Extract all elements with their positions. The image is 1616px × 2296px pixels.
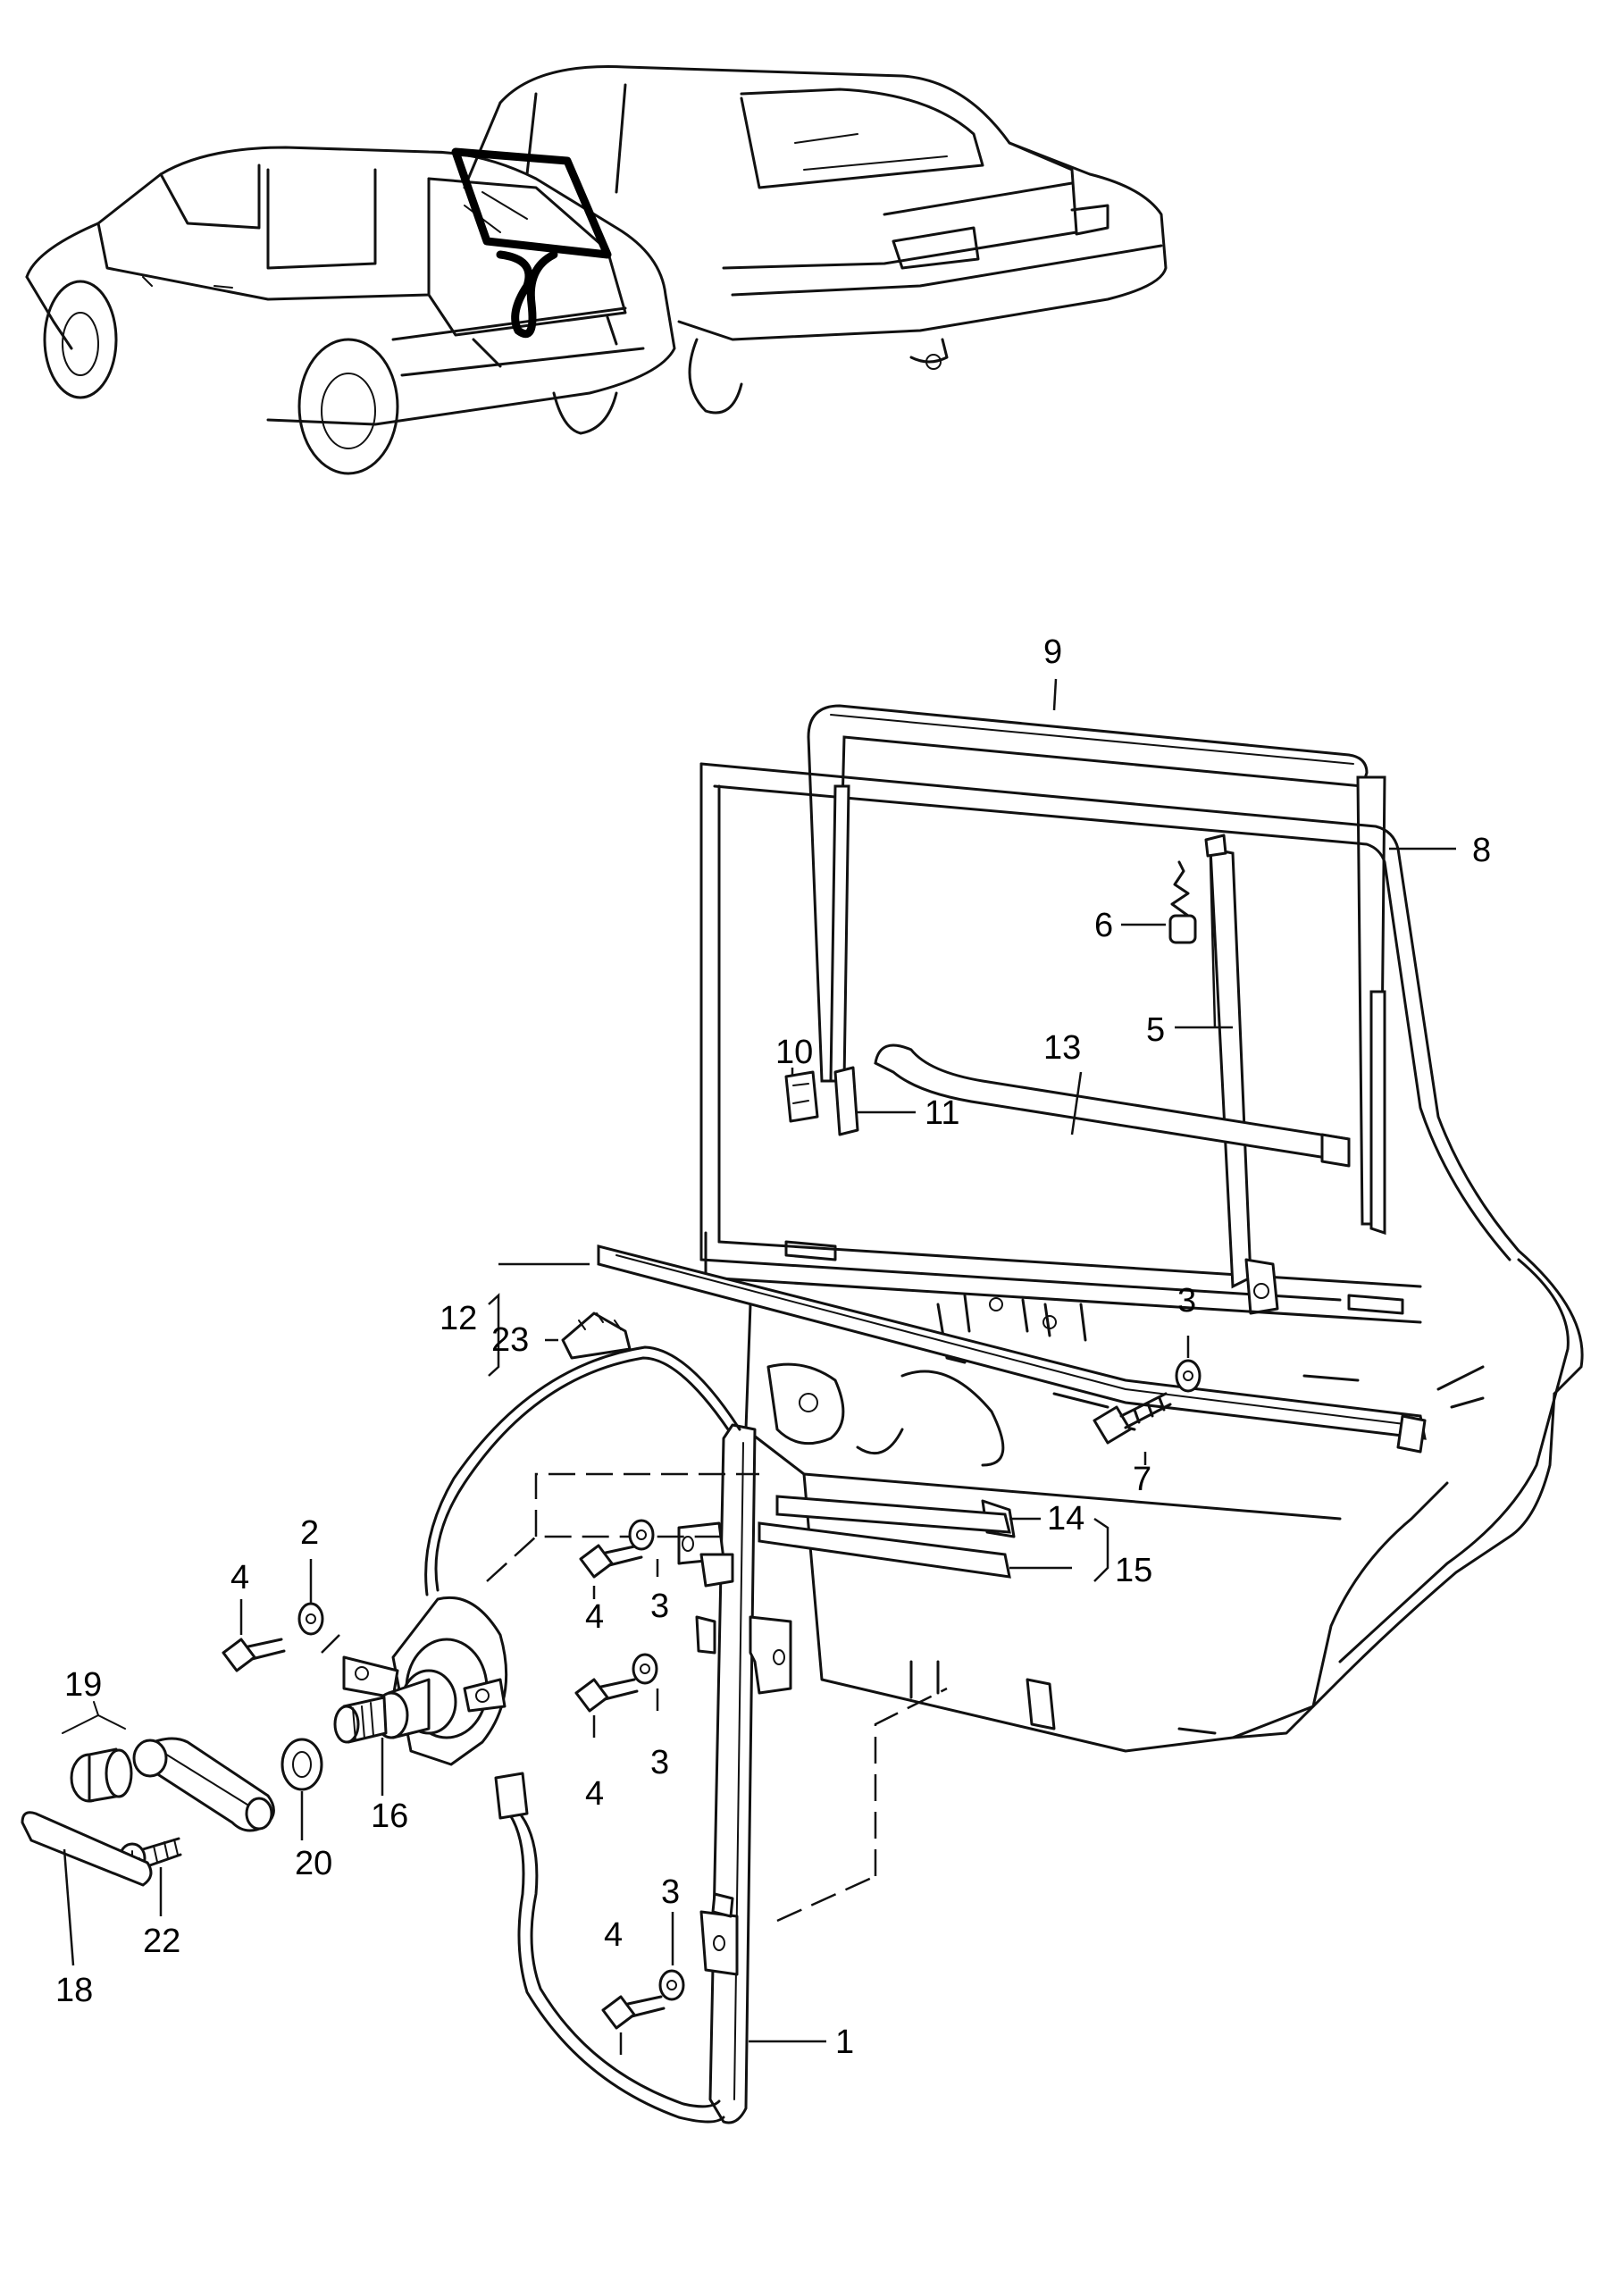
bolt-4b	[574, 1653, 658, 1713]
callout-2: 2	[300, 1514, 319, 1552]
trim-strip-18	[21, 1811, 153, 1887]
glass-guide-rail	[1209, 847, 1252, 1289]
callout-12: 12	[440, 1300, 477, 1337]
callout-13: 13	[1043, 1029, 1081, 1067]
highlight-window-frame	[451, 147, 612, 259]
callout-5: 5	[1146, 1011, 1165, 1049]
callout-20-visible: 20	[295, 1845, 332, 1882]
callout-22: 22	[143, 1923, 180, 1960]
inner-waist-seal	[874, 1043, 1351, 1163]
leader-lines	[63, 678, 1456, 2055]
bolt-4d	[222, 1638, 286, 1672]
seal-strip-14	[775, 1495, 1011, 1534]
callout-16: 16	[371, 1797, 408, 1835]
callout-11: 11	[925, 1094, 959, 1132]
callout-labels-final: 4 3 4 20	[585, 1775, 604, 1813]
seal-strip-15	[758, 1521, 1011, 1579]
callout-3c: 3	[661, 1873, 680, 1911]
screw-6	[1168, 860, 1197, 944]
inner-guide-rail	[829, 784, 850, 1083]
guide-piece-11	[833, 1066, 859, 1136]
bolt-4a	[579, 1519, 655, 1579]
callout-4-left: 4	[230, 1559, 249, 1596]
door-window-frame	[699, 762, 1584, 1395]
clip-23	[561, 1311, 632, 1360]
bolt-4c	[601, 1969, 685, 2030]
guide-rail-bracket	[1244, 1258, 1279, 1315]
highlight-regulator	[496, 250, 558, 339]
callout-14: 14	[1047, 1500, 1084, 1538]
callout-3b: 3	[650, 1744, 669, 1781]
regulator-cable-upper	[434, 1356, 730, 1592]
crank-handle-19	[62, 1701, 275, 1832]
callout-4a: 4	[585, 1598, 604, 1636]
sedan-illustration	[463, 65, 1168, 415]
callout-6: 6	[1094, 907, 1113, 944]
sill-seal-12	[597, 1244, 1427, 1440]
bolt-7	[1093, 1392, 1172, 1445]
callout-4c: 4	[604, 1916, 623, 1954]
window-channel-seal	[807, 704, 1369, 1083]
drive-spindle-16	[333, 1669, 457, 1744]
callout-10: 10	[775, 1034, 813, 1071]
callout-7: 7	[1133, 1461, 1151, 1498]
callout-3-right: 3	[1177, 1282, 1196, 1320]
callout-19: 19	[64, 1666, 102, 1704]
callout-4-bolt-b: 4	[585, 1775, 604, 1813]
washer-2	[297, 1602, 324, 1636]
car-overview-icon	[25, 65, 1168, 475]
clip-10	[784, 1070, 819, 1123]
hatchback-illustration	[25, 146, 676, 475]
callout-8: 8	[1472, 832, 1491, 869]
callout-1: 1	[835, 2024, 854, 2061]
washer-3-right	[1175, 1359, 1202, 1393]
callout-15: 15	[1115, 1552, 1152, 1589]
callout-labels: 9 8 6 5 13 10 11 12 23 3 7 14 15 2 4 3 4…	[64, 633, 1491, 2061]
rear-door-exploded-icon	[561, 704, 1584, 1753]
callout-23: 23	[491, 1321, 529, 1359]
escutcheon-20	[280, 1738, 323, 1791]
regulator-cable-lower	[507, 1812, 725, 2124]
callout-3a: 3	[650, 1588, 669, 1625]
callout-18-visible: 18	[55, 1972, 93, 2009]
callout-9: 9	[1043, 633, 1062, 671]
window-regulator-icon	[321, 1345, 948, 2124]
window-crank-handle-icon	[21, 1701, 323, 1887]
